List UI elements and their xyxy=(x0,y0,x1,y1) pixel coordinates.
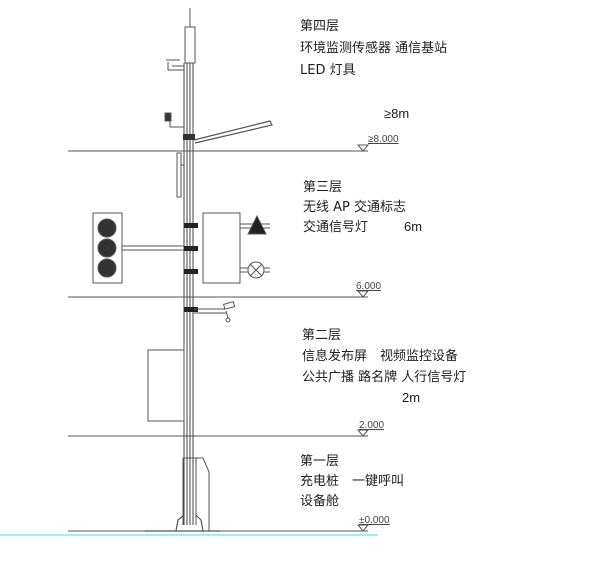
layer2-height: 2m xyxy=(402,390,420,405)
sign-board xyxy=(176,152,182,198)
level-label-8: ≥8.000 xyxy=(368,134,399,145)
level-marker-0 xyxy=(356,524,370,532)
communication-module xyxy=(184,26,196,64)
level-marker-2 xyxy=(356,429,370,437)
layer3-line1: 无线 AP 交通标志 xyxy=(303,199,406,215)
traffic-sign-icon xyxy=(247,214,267,235)
layer4-line2: LED 灯具 xyxy=(300,63,356,78)
layer4-height: ≥8m xyxy=(384,106,409,121)
sensor-box xyxy=(164,112,172,122)
layer1-title: 第一层 xyxy=(300,454,339,469)
layer1-line1: 充电桩 一键呼叫 xyxy=(300,473,404,489)
traffic-light-arm xyxy=(122,245,184,251)
broadcast-speaker-icon xyxy=(247,261,265,279)
camera-icon xyxy=(194,301,236,323)
street-light-arm xyxy=(193,120,273,144)
layer4-line1: 环境监测传感器 通信基站 xyxy=(300,40,447,56)
level-label-6: 6.000 xyxy=(356,281,381,292)
wireless-ap-box xyxy=(202,212,241,284)
layer2-line2: 公共广播 路名牌 人行信号灯 xyxy=(302,369,466,385)
equipment-cabin xyxy=(182,457,210,531)
pole xyxy=(183,63,194,525)
level-label-0: ±0.000 xyxy=(359,515,390,526)
layer3-title: 第三层 xyxy=(303,180,342,195)
level-marker-6 xyxy=(356,290,370,298)
traffic-light-lamp xyxy=(97,218,117,238)
traffic-light-lamp xyxy=(97,238,117,258)
environment-sensor xyxy=(166,59,184,71)
pole-base xyxy=(145,514,220,532)
layer2-line1: 信息发布屏 视频监控设备 xyxy=(302,348,458,364)
traffic-light-lamp xyxy=(97,258,117,278)
layer4-title: 第四层 xyxy=(300,19,339,34)
layer2-title: 第二层 xyxy=(302,328,341,343)
level-marker-8 xyxy=(356,144,370,152)
level-label-2: 2.000 xyxy=(359,420,384,431)
layer1-line2: 设备舱 xyxy=(300,493,339,509)
layer3-height: 6m xyxy=(404,219,422,234)
layer3-line2: 交通信号灯 xyxy=(303,219,368,235)
info-display-screen xyxy=(147,349,185,422)
